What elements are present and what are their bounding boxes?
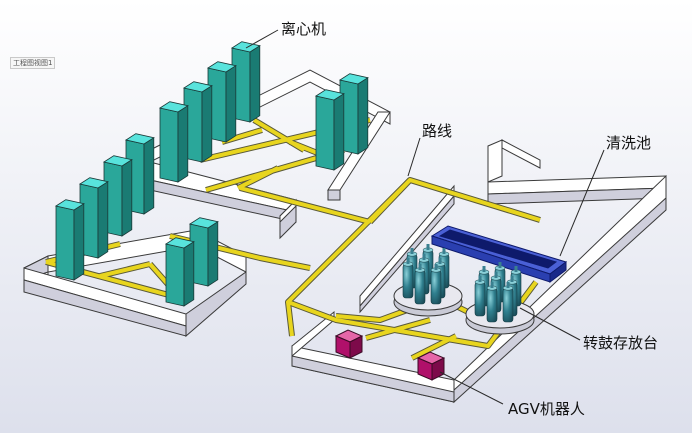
drum-cap (478, 276, 482, 282)
centrifuge (314, 89, 345, 171)
drum-cap (406, 258, 410, 264)
drum-body (402, 263, 414, 299)
drum-cap (442, 248, 446, 254)
drum-cap (514, 266, 518, 272)
centrifuge (102, 155, 133, 237)
centrifuge (338, 73, 369, 155)
centrifuge (164, 237, 195, 307)
centrifuge-group (54, 41, 369, 307)
centrifuge (78, 177, 109, 259)
rotating-drum (430, 264, 442, 305)
drum-cap (498, 262, 502, 268)
drum-stand (465, 262, 535, 335)
centrifuge (182, 81, 213, 163)
drum-body (486, 287, 498, 323)
drum-cap (482, 266, 486, 272)
view-tag: 工程图视图1 (10, 57, 56, 69)
agv-robot (416, 351, 446, 381)
centrifuge (230, 41, 261, 123)
drum-stand (393, 244, 463, 317)
label-agv-robot: AGV机器人 (508, 400, 585, 418)
drum-body (414, 269, 426, 305)
drum-cap (490, 282, 494, 288)
rotating-drum (402, 258, 414, 299)
drum-cap (494, 272, 498, 278)
drum-cap (506, 282, 510, 288)
drum-cap (434, 264, 438, 270)
drum-stand-group (393, 244, 535, 335)
drum-cap (438, 258, 442, 264)
centrifuge (158, 101, 189, 183)
drum-body (502, 287, 514, 323)
callout-lines (245, 29, 605, 405)
agv-robot (334, 329, 364, 359)
label-centrifuge: 离心机 (281, 20, 327, 38)
drum-cap (422, 254, 426, 260)
rotating-drum (414, 264, 426, 305)
drum-cap (418, 264, 422, 270)
drum-cap (426, 244, 430, 250)
drum-body (430, 269, 442, 305)
drum-cap (510, 276, 514, 282)
centrifuge (188, 217, 219, 287)
label-route: 路线 (422, 122, 453, 140)
rotating-drum (502, 282, 514, 323)
drum-cap (410, 248, 414, 254)
centrifuge (206, 61, 237, 143)
rotating-drum (486, 282, 498, 323)
drum-body (474, 281, 486, 317)
right-enclosure (291, 139, 667, 404)
rotating-drum (474, 276, 486, 317)
label-drum-stand: 转鼓存放台 (583, 334, 659, 352)
centrifuge (54, 199, 85, 281)
label-cleaning-pool: 清洗池 (606, 134, 652, 152)
